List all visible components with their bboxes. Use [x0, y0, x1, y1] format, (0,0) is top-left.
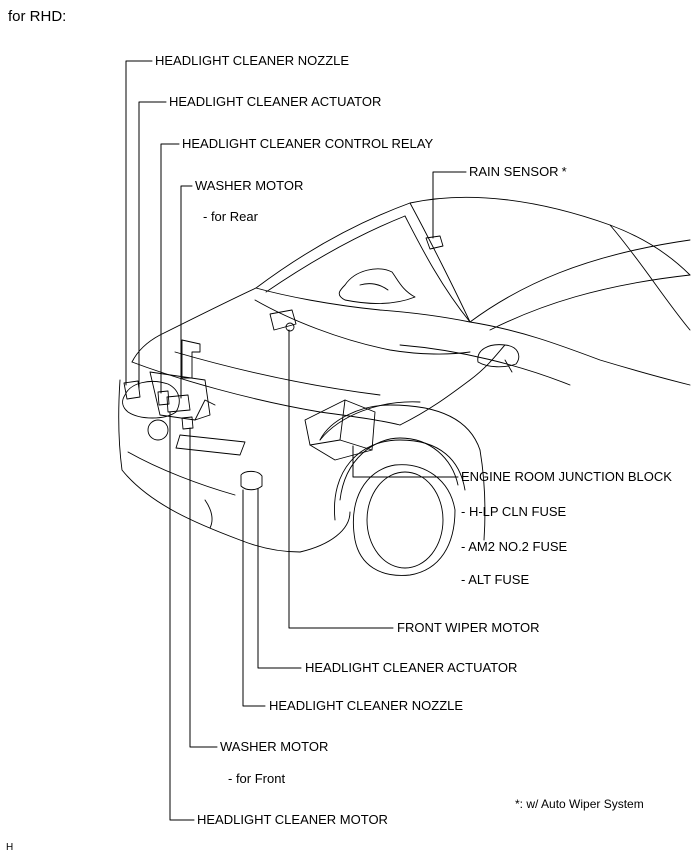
page-title: for RHD: — [8, 8, 67, 25]
label-washer-motor-rear: WASHER MOTOR — [195, 178, 304, 193]
label-headlight-cleaner-actuator-top: HEADLIGHT CLEANER ACTUATOR — [169, 94, 382, 109]
label-rain-sensor: RAIN SENSOR* — [469, 165, 567, 179]
washer-tank — [149, 339, 216, 421]
headlight-cleaner-nozzle-right — [240, 470, 263, 491]
label-headlight-cleaner-motor: HEADLIGHT CLEANER MOTOR — [197, 812, 388, 827]
label-fuse-alt: - ALT FUSE — [461, 572, 530, 587]
label-fuse-am2-no2: - AM2 NO.2 FUSE — [461, 539, 568, 554]
label-fuse-h-lp-cln: - H-LP CLN FUSE — [461, 504, 567, 519]
front-wiper-motor-part — [269, 309, 297, 332]
label-washer-motor-front-sub: - for Front — [228, 771, 286, 786]
footnote: *: w/ Auto Wiper System — [515, 797, 644, 811]
rain-sensor-part — [425, 235, 444, 250]
label-headlight-cleaner-actuator-bottom: HEADLIGHT CLEANER ACTUATOR — [305, 660, 518, 675]
label-front-wiper-motor: FRONT WIPER MOTOR — [397, 620, 540, 635]
engine-room-junction-block-part — [304, 399, 376, 461]
label-washer-motor-front: WASHER MOTOR — [220, 739, 329, 754]
label-headlight-cleaner-nozzle-bottom: HEADLIGHT CLEANER NOZZLE — [269, 698, 464, 713]
rain-sensor-text: RAIN SENSOR — [469, 164, 559, 179]
label-headlight-cleaner-nozzle-top: HEADLIGHT CLEANER NOZZLE — [155, 53, 350, 68]
corner-mark: H — [6, 842, 14, 853]
rain-sensor-asterisk: * — [561, 164, 567, 179]
label-headlight-cleaner-control-relay: HEADLIGHT CLEANER CONTROL RELAY — [182, 136, 434, 151]
label-washer-motor-rear-sub: - for Rear — [203, 209, 258, 224]
vehicle-illustration — [118, 196, 691, 576]
headlight-cleaner-parts-left — [123, 380, 194, 430]
leader-lines — [125, 60, 467, 821]
label-engine-room-junction-block: ENGINE ROOM JUNCTION BLOCK — [461, 469, 672, 484]
